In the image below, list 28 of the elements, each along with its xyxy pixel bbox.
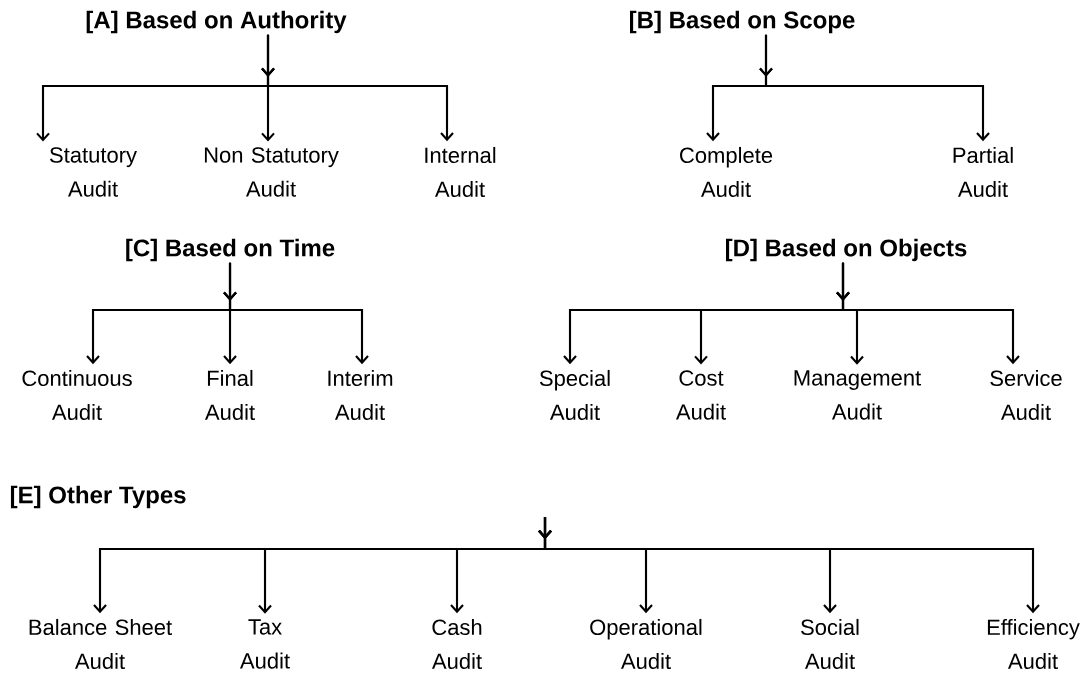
audit-type-label: Service Audit xyxy=(990,369,1062,421)
heading: [E] Other Types xyxy=(10,485,186,509)
audit-type-label: Management Audit xyxy=(794,370,922,420)
audit-type-label: Final Audit xyxy=(205,369,255,421)
audit-type-label: Tax Audit xyxy=(240,619,290,669)
audit-type-label: Interim Audit xyxy=(328,369,393,421)
arrow xyxy=(836,262,1020,365)
heading: [C] Based on Time xyxy=(126,238,335,262)
audit-type-label: Continuous Audit xyxy=(22,369,132,421)
arrow xyxy=(538,517,1040,614)
audit-type-label: Balance Sheet Audit xyxy=(29,618,172,670)
audit-type-label: Statutory Audit xyxy=(50,147,137,197)
audit-type-label: Efficiency Audit xyxy=(987,618,1080,670)
audit-type-label: Operational Audit xyxy=(590,618,702,670)
audit-type-label: Social Audit xyxy=(801,618,859,670)
audit-type-label: Special Audit xyxy=(539,369,610,421)
heading: [D] Based on Objects xyxy=(726,238,967,262)
heading: [A] Based on Authority xyxy=(86,10,347,34)
arrow xyxy=(223,262,369,365)
audit-type-label: Cash Audit xyxy=(432,618,482,670)
audit-type-label: Internal Audit xyxy=(425,146,496,198)
arrow xyxy=(261,34,454,142)
audit-type-label: Cost Audit xyxy=(675,370,726,420)
heading: [B] Based on Scope xyxy=(630,10,855,34)
audit-type-label: Partial Audit xyxy=(953,146,1013,198)
arrow xyxy=(759,34,990,142)
audit-type-label: Complete Audit xyxy=(680,146,773,198)
audit-type-label: Non Statutory Audit xyxy=(204,147,339,197)
